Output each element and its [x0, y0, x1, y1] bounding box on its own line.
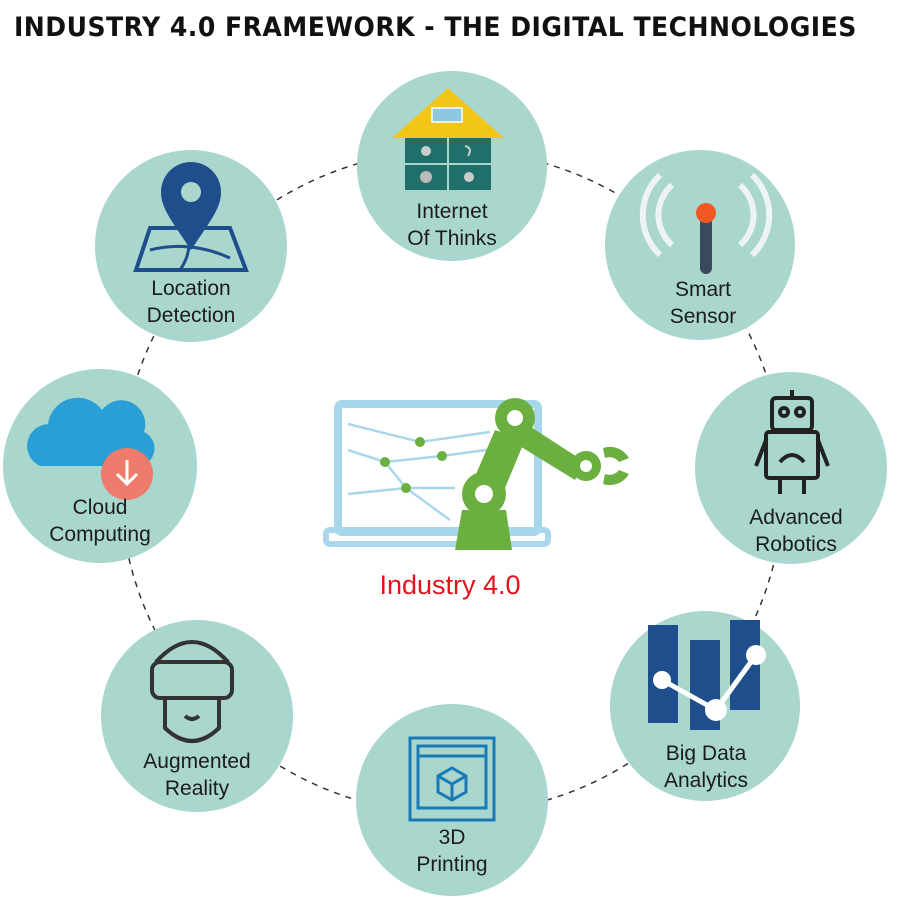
label-line: Cloud — [72, 496, 128, 519]
label-line: Computing — [49, 523, 151, 546]
node-robotics-circle — [695, 372, 887, 564]
cloud-download-icon — [27, 397, 155, 500]
3d-printer-icon — [408, 736, 496, 822]
node-printing-label: 3D Printing — [362, 824, 542, 878]
label-line: Printing — [416, 853, 488, 876]
label-line: 3D — [438, 826, 466, 849]
page-title: INDUSTRY 4.0 FRAMEWORK - THE DIGITAL TEC… — [14, 12, 857, 43]
smart-house-icon — [392, 88, 504, 190]
label-line: Reality — [164, 777, 230, 800]
label-line: Location — [151, 277, 231, 300]
sensor-signal-icon — [639, 172, 773, 274]
label-line: Big Data — [665, 742, 747, 765]
label-line: Advanced — [749, 506, 843, 529]
label-line: Of Thinks — [407, 227, 497, 250]
label-line: Sensor — [669, 305, 737, 328]
label-line: Detection — [146, 304, 236, 327]
label-line: Internet — [416, 200, 488, 223]
server-chart-icon — [648, 620, 766, 730]
label-line: Smart — [674, 278, 731, 301]
laptop-robot-arm-icon — [323, 398, 629, 550]
map-pin-icon — [133, 162, 249, 272]
label-line: Augmented — [143, 750, 251, 773]
node-iot-label: Internet Of Thinks — [362, 198, 542, 252]
label-line: Robotics — [755, 533, 837, 556]
robot-icon — [754, 390, 830, 494]
label-line: Analytics — [663, 769, 749, 792]
center-label: Industry 4.0 — [379, 570, 521, 600]
vr-headset-icon — [150, 640, 234, 743]
